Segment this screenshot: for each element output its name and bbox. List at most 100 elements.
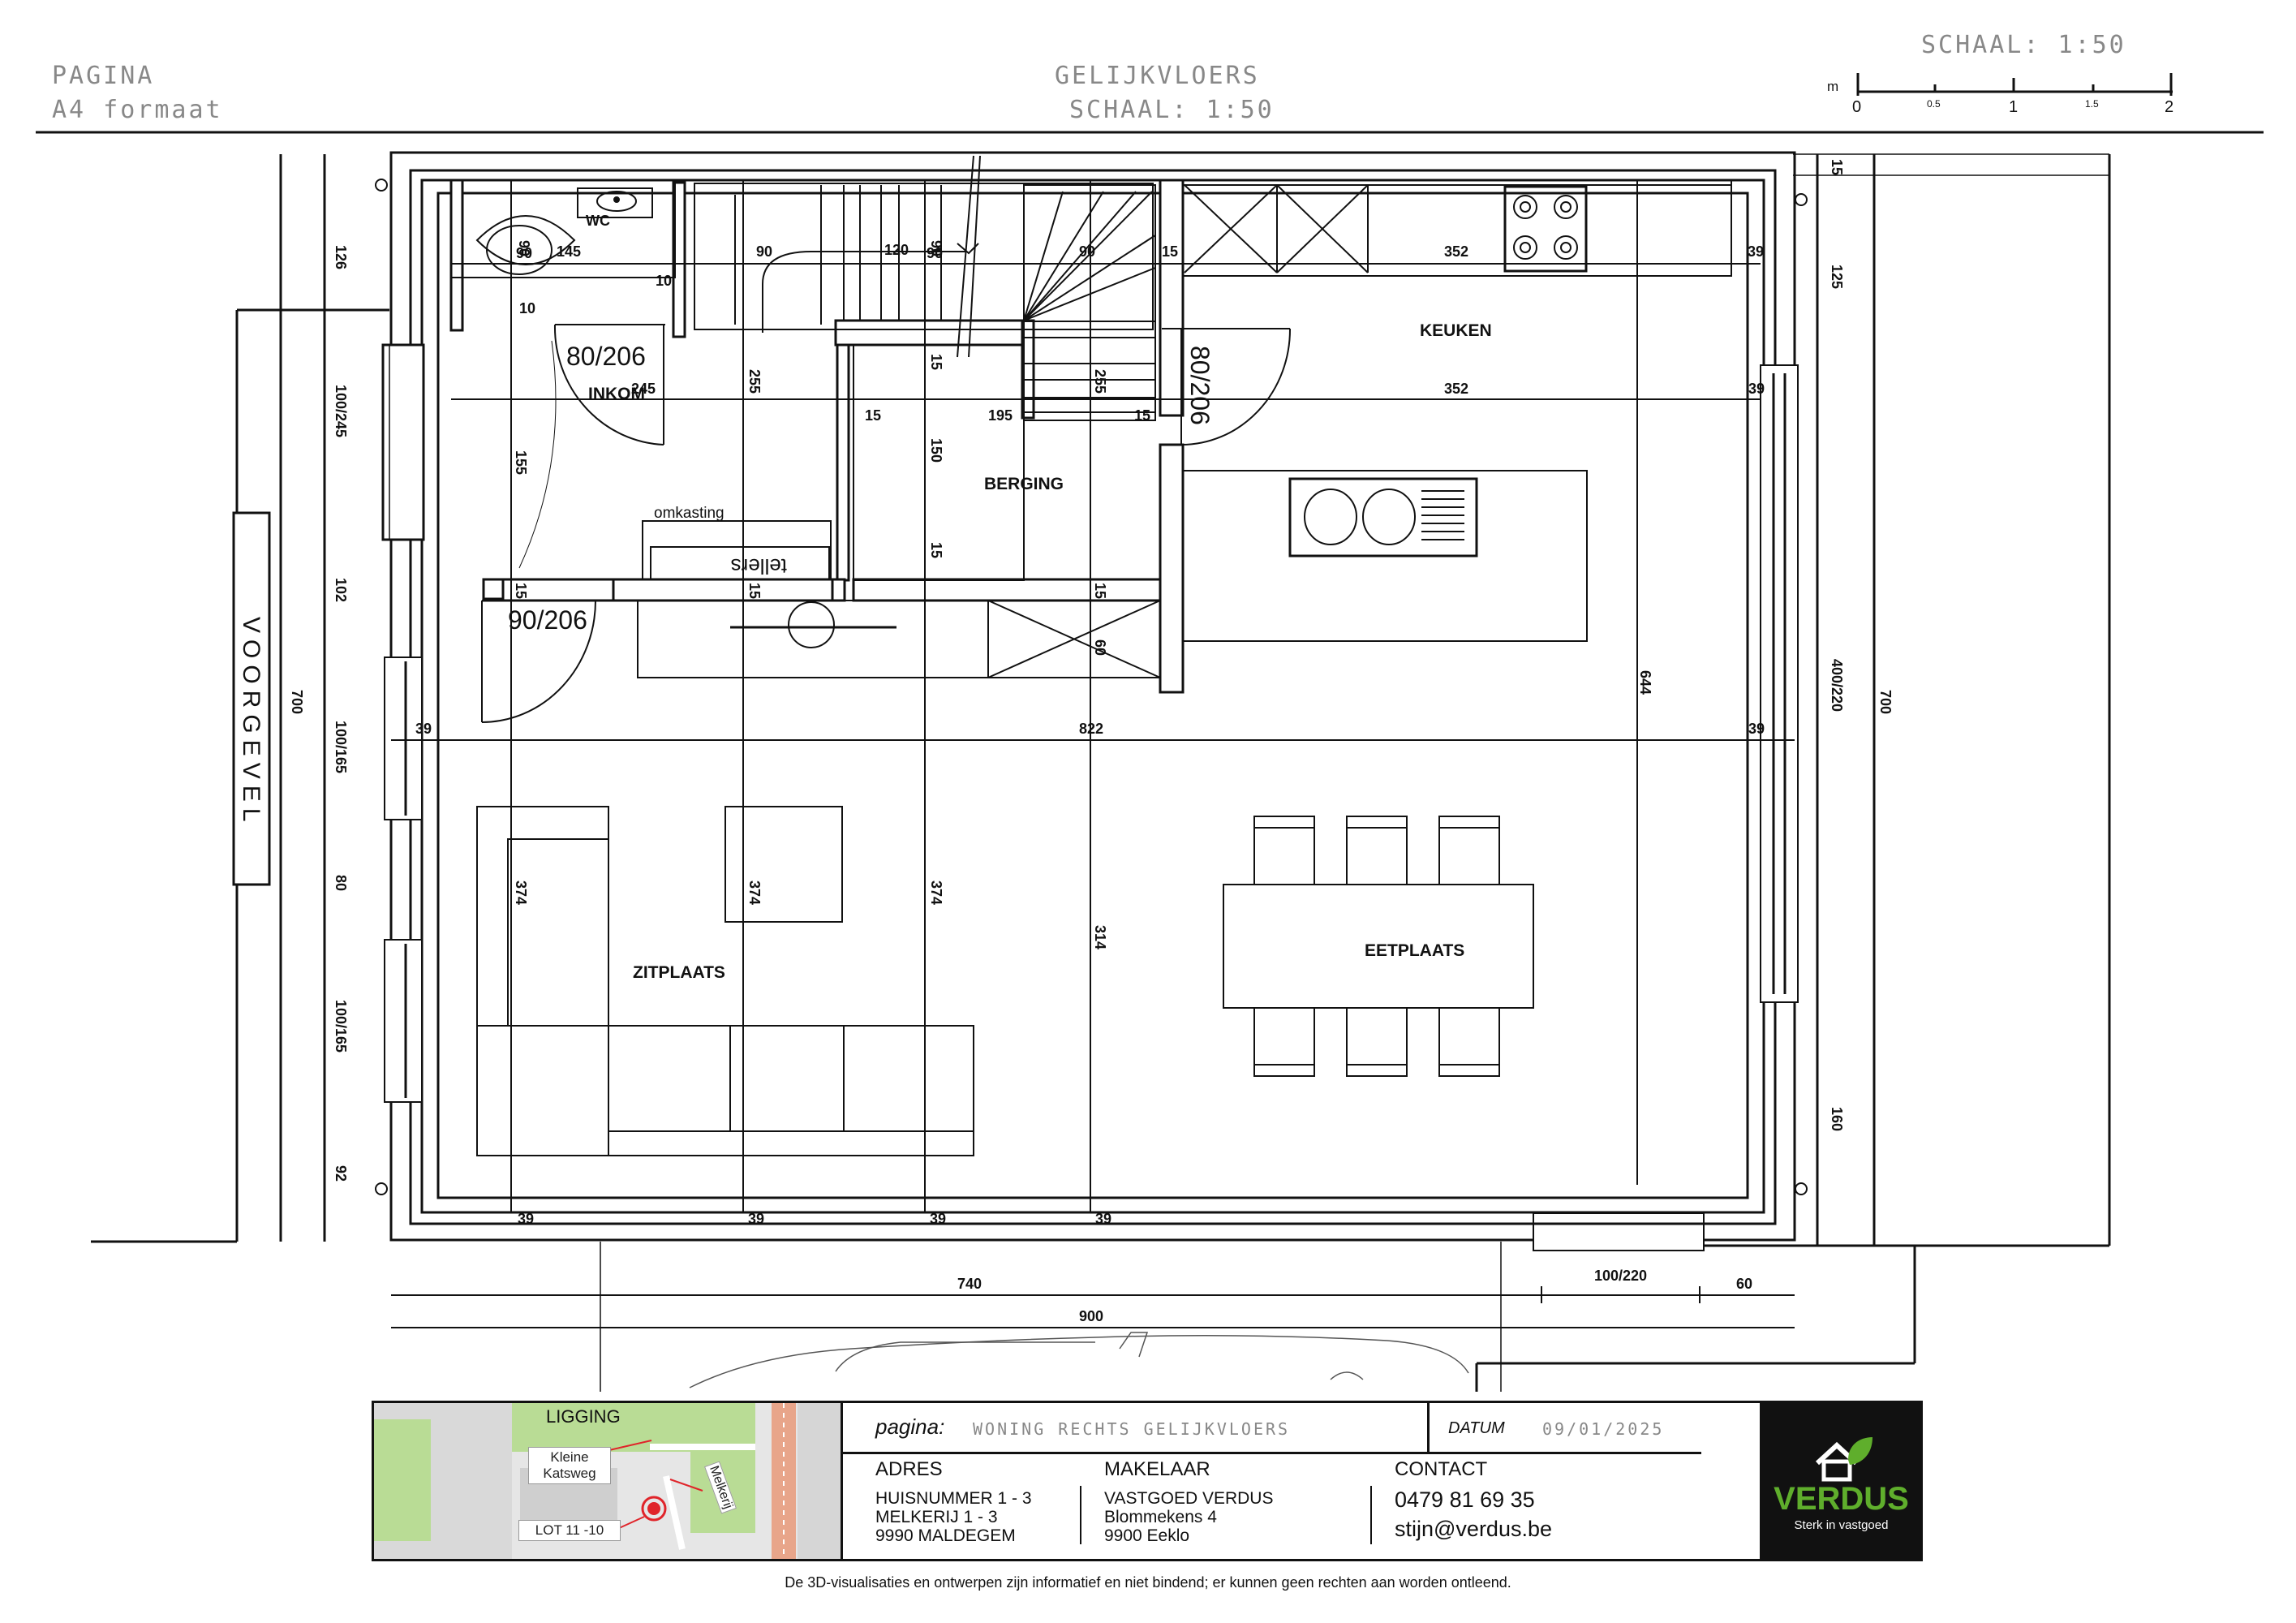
map-label-lot: LOT 11 -10	[518, 1520, 621, 1541]
plan-title: GELIJKVLOERS	[1055, 62, 1260, 90]
scalebar-tick-05: 0.5	[1927, 98, 1941, 110]
dim-15e: 15	[928, 542, 944, 558]
wc-fixtures	[450, 179, 676, 278]
dimension-lines	[391, 180, 1795, 1328]
dim-l126: 126	[333, 245, 349, 269]
format-label: A4 formaat	[52, 96, 223, 124]
location-marker-ring	[641, 1496, 667, 1522]
dim-15g: 15	[746, 583, 763, 599]
pagina-value: WONING RECHTS GELIJKVLOERS	[973, 1419, 1291, 1439]
dim-15f: 15	[513, 583, 529, 599]
scalebar-tick-2: 2	[2165, 98, 2173, 116]
dim-155: 155	[513, 450, 529, 475]
dining-furniture	[1223, 816, 1534, 1077]
makelaar-line-1: VASTGOED VERDUS	[1104, 1489, 1274, 1508]
dim-352b: 352	[1444, 381, 1468, 397]
dim-39h: 39	[1095, 1211, 1111, 1227]
dim-90d: 90	[1079, 243, 1095, 260]
dim-150: 150	[928, 438, 944, 463]
doors	[481, 323, 1292, 723]
contact-phone[interactable]: 0479 81 69 35	[1395, 1487, 1535, 1512]
dim-352a: 352	[1444, 243, 1468, 260]
dim-39a: 39	[1748, 243, 1764, 260]
dim-l700: 700	[289, 690, 305, 714]
datum-divider	[1427, 1403, 1430, 1452]
dim-255b: 255	[1092, 369, 1108, 394]
dim-60b: 60	[1736, 1276, 1752, 1292]
dim-15a: 15	[1162, 243, 1178, 260]
contact-head: CONTACT	[1395, 1458, 1488, 1480]
title-info: pagina: WONING RECHTS GELIJKVLOERS DATUM…	[843, 1403, 1701, 1559]
dim-39d: 39	[1748, 721, 1765, 737]
room-label-inkom: INKOM	[588, 385, 645, 403]
door-label-inkom: 80/206	[566, 342, 646, 371]
dim-740: 740	[957, 1276, 982, 1292]
scalebar-title: SCHAAL: 1:50	[1921, 31, 2126, 59]
adres-divider	[1080, 1486, 1081, 1544]
dim-l100-165b: 100/165	[333, 1000, 349, 1053]
room-label-keuken: KEUKEN	[1420, 321, 1492, 340]
adres-line-3: 9990 MALDEGEM	[875, 1526, 1016, 1545]
adres-line-2: MELKERIJ 1 - 3	[875, 1508, 998, 1526]
omkasting-label: omkasting	[654, 505, 724, 522]
dim-15b: 15	[865, 407, 881, 424]
dim-100-220-bottom: 100/220	[1594, 1268, 1647, 1284]
title-block: LIGGING Kleine Katsweg Melkerij LOT 11 -…	[372, 1401, 1923, 1561]
dim-l100-245: 100/245	[333, 385, 349, 437]
page-label: PAGINA	[52, 62, 155, 90]
datum-value: 09/01/2025	[1542, 1419, 1665, 1439]
makelaar-divider	[1370, 1486, 1372, 1544]
room-label-berging: BERGING	[984, 475, 1064, 493]
contact-email[interactable]: stijn@verdus.be	[1395, 1517, 1552, 1541]
dim-l92: 92	[333, 1165, 349, 1182]
kitchen-counter	[637, 179, 1732, 678]
makelaar-head: MAKELAAR	[1104, 1458, 1210, 1480]
room-label-zitplaats: ZITPLAATS	[633, 963, 725, 982]
door-label-berging: 90/206	[508, 605, 587, 635]
dim-15c: 15	[928, 354, 944, 370]
dim-39g: 39	[930, 1211, 946, 1227]
door-label-keuken: 80/206	[1185, 346, 1215, 425]
makelaar-line-3: 9900 Eeklo	[1104, 1526, 1190, 1545]
dim-374b: 374	[746, 880, 763, 905]
dim-r160: 160	[1829, 1107, 1845, 1131]
logo-name: VERDUS	[1774, 1481, 1909, 1517]
dim-90-vert: 90	[516, 240, 532, 256]
ligging-label: LIGGING	[546, 1406, 621, 1427]
dim-39f: 39	[748, 1211, 764, 1227]
voorgevel-label: VOORGEVEL	[238, 617, 264, 828]
inner-walls	[449, 179, 1185, 694]
living-furniture	[476, 806, 974, 1156]
dim-822: 822	[1079, 721, 1103, 737]
dim-39e: 39	[518, 1211, 534, 1227]
voorgevel-box	[232, 511, 271, 886]
dim-374a: 374	[513, 880, 529, 905]
dim-90c: 90	[927, 245, 943, 261]
dim-90b: 90	[756, 243, 772, 260]
dim-90c-vert: 90	[928, 240, 944, 256]
scalebar-unit: m	[1827, 79, 1838, 94]
dim-r15: 15	[1829, 159, 1845, 175]
dim-r400-220: 400/220	[1829, 659, 1845, 712]
dim-145: 145	[557, 243, 581, 260]
plan-scale: SCHAAL: 1:50	[1069, 96, 1275, 124]
dim-374c: 374	[928, 880, 944, 905]
dim-10a: 10	[656, 273, 672, 289]
dim-r125: 125	[1829, 265, 1845, 289]
scalebar-tick-1: 1	[2009, 98, 2018, 116]
dim-255a: 255	[746, 369, 763, 394]
dim-245: 245	[631, 381, 656, 397]
dim-15h: 15	[1092, 583, 1108, 599]
scalebar-tick-15: 1.5	[2085, 98, 2099, 110]
dim-10b: 10	[519, 300, 535, 316]
location-marker	[647, 1502, 660, 1515]
outer-walls	[381, 151, 1799, 1251]
dim-l100-165a: 100/165	[333, 721, 349, 773]
datum-label: DATUM	[1448, 1419, 1505, 1437]
dim-15d: 15	[1134, 407, 1150, 424]
location-map: LIGGING Kleine Katsweg Melkerij LOT 11 -…	[374, 1403, 843, 1559]
dim-120: 120	[884, 242, 909, 258]
dim-314: 314	[1092, 925, 1108, 949]
map-label-street: Kleine Katsweg	[528, 1447, 611, 1484]
dim-90a: 90	[516, 245, 532, 261]
